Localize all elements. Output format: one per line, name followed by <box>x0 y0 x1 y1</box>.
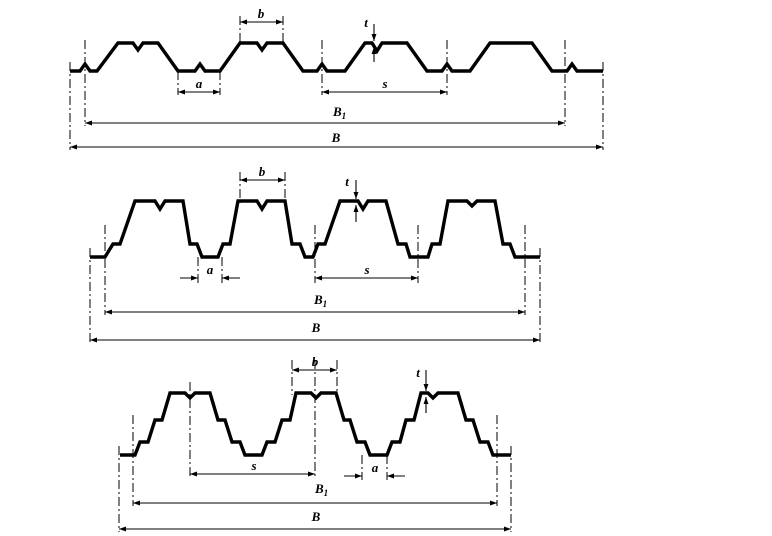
profile-2-extension-lines <box>89 172 541 343</box>
label-b-2: b <box>259 164 266 179</box>
label-B-1: B <box>331 130 341 145</box>
label-b1-3: B1 <box>314 481 328 498</box>
profile-2-outline <box>90 199 540 259</box>
profile-3-extension-lines <box>118 360 512 532</box>
label-b-1: b <box>258 6 265 21</box>
profile-1-outline <box>70 41 603 73</box>
label-a-3: a <box>372 460 379 475</box>
label-B-3: B <box>311 509 321 524</box>
label-t-1: t <box>364 15 368 30</box>
label-b1-1: B1 <box>332 104 346 121</box>
label-s-2: s <box>363 262 369 277</box>
label-a-2: a <box>207 262 214 277</box>
profile-2: a b s t B1 B <box>89 164 541 343</box>
label-a-1: a <box>196 76 203 91</box>
label-t-2: t <box>345 174 349 189</box>
label-s-3: s <box>250 458 256 473</box>
label-b1-2: B1 <box>313 292 327 309</box>
profile-1-dimensions: a b s t B1 B <box>70 6 603 150</box>
profile-2-dimensions: a b s t B1 B <box>90 164 540 343</box>
label-s-1: s <box>381 76 387 91</box>
label-b-3: b <box>312 354 319 369</box>
profile-3-outline <box>120 391 511 457</box>
profile-3: b t s a B1 B <box>118 354 512 532</box>
profile-3-dimensions: b t s a B1 B <box>119 354 511 532</box>
label-t-3: t <box>416 365 420 380</box>
profile-1: a b s t B1 B <box>69 6 604 150</box>
label-B-2: B <box>311 320 321 335</box>
